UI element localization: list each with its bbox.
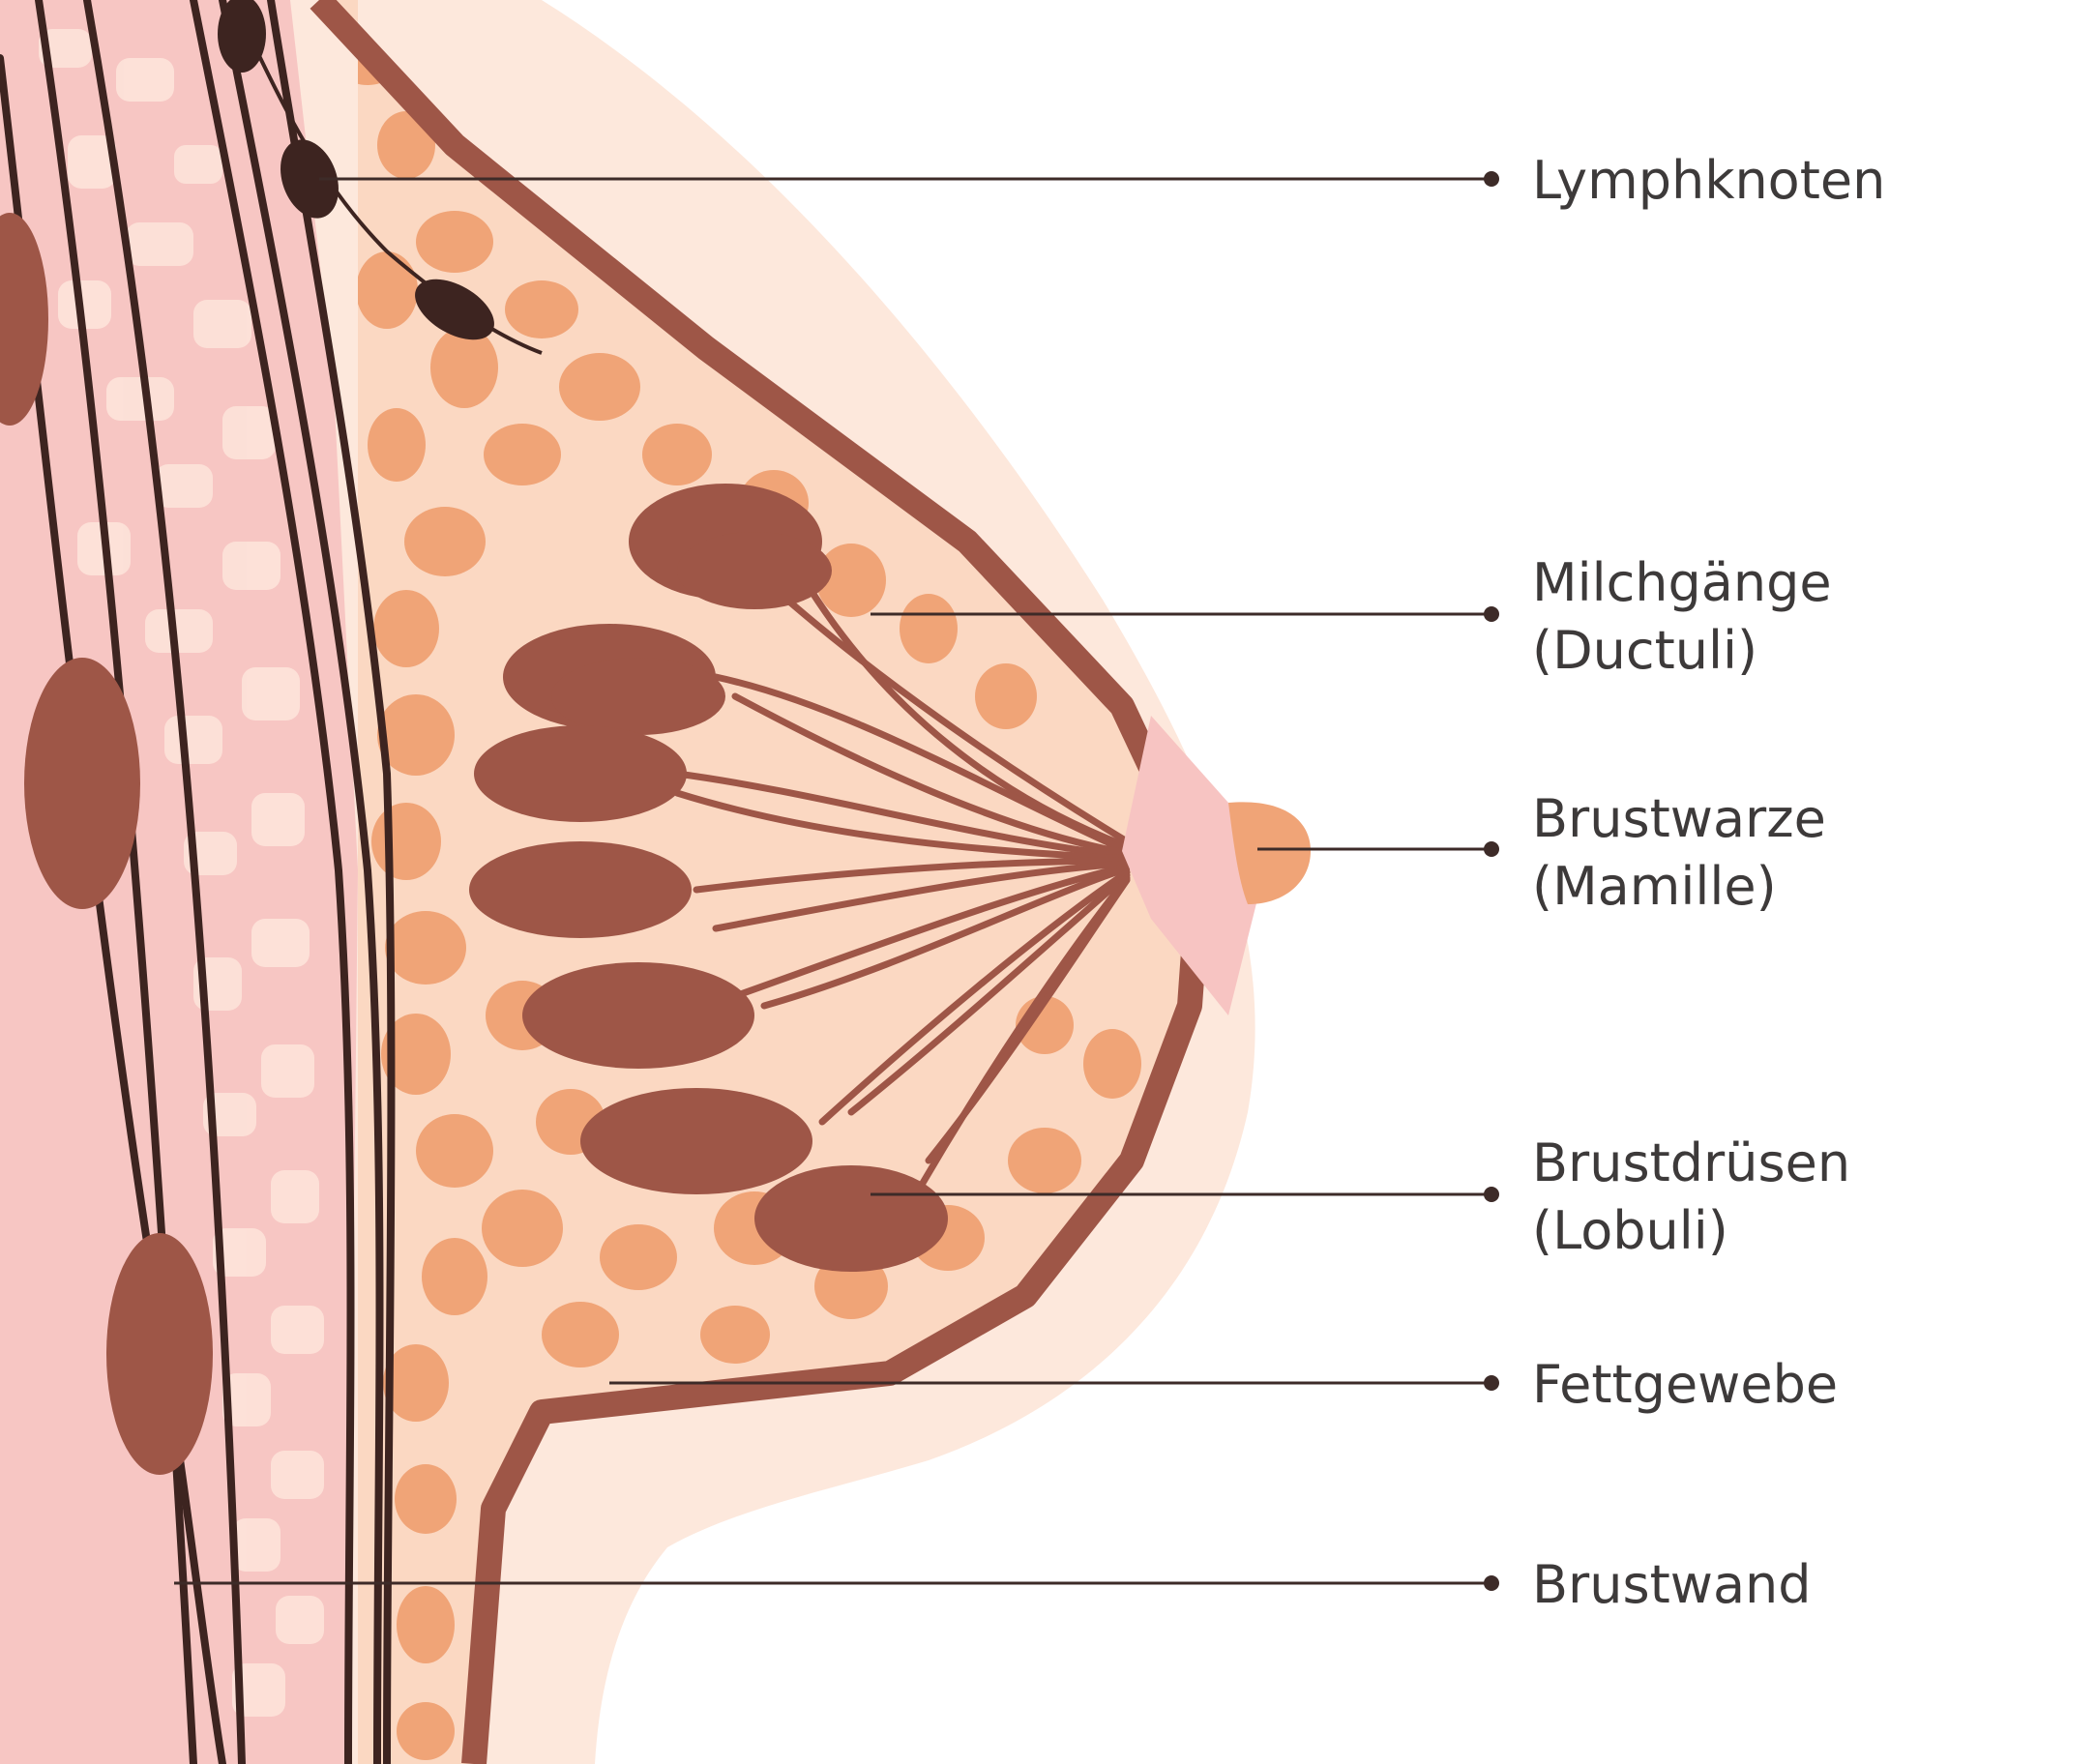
label-fat-tissue-line1: Fettgewebe	[1532, 1351, 1838, 1419]
label-milk-ducts: Milchgänge (Ductuli)	[1532, 549, 1832, 685]
label-lobules-line2: (Lobuli)	[1532, 1197, 1850, 1265]
label-nipple: Brustwarze (Mamille)	[1532, 785, 1826, 921]
label-fat-tissue: Fettgewebe	[1532, 1351, 1838, 1419]
label-nipple-line1: Brustwarze	[1532, 785, 1826, 853]
label-lobules: Brustdrüsen (Lobuli)	[1532, 1130, 1850, 1265]
label-lobules-line1: Brustdrüsen	[1532, 1130, 1850, 1197]
label-chest-wall-line1: Brustwand	[1532, 1551, 1812, 1619]
label-nipple-line2: (Mamille)	[1532, 853, 1826, 921]
label-milk-ducts-line2: (Ductuli)	[1532, 617, 1832, 685]
label-lymph-nodes: Lymphknoten	[1532, 147, 1885, 215]
label-lymph-nodes-line1: Lymphknoten	[1532, 147, 1885, 215]
label-milk-ducts-line1: Milchgänge	[1532, 549, 1832, 617]
label-chest-wall: Brustwand	[1532, 1551, 1812, 1619]
